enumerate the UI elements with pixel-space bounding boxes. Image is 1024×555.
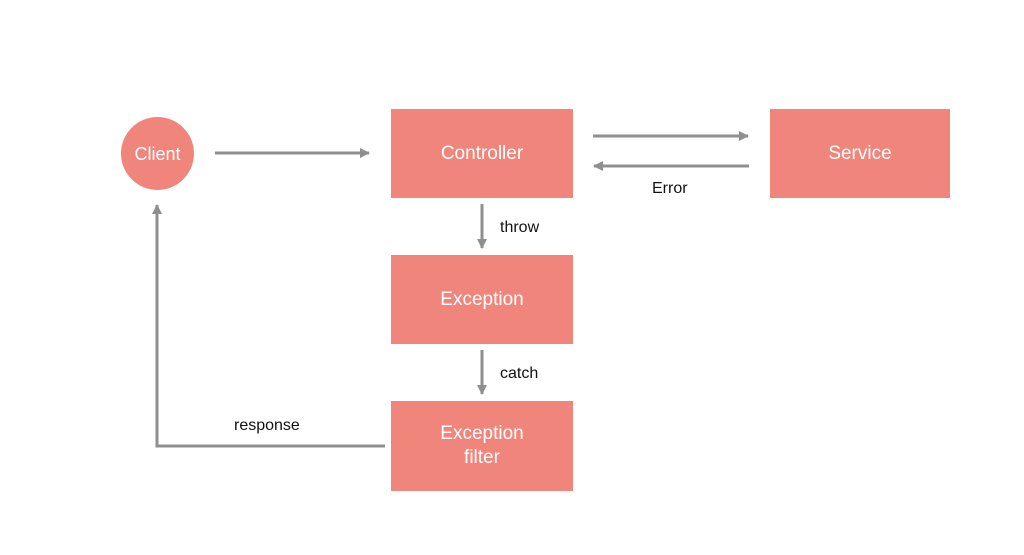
service-label: Service bbox=[828, 142, 892, 164]
arrow-filter-to-client bbox=[152, 204, 385, 448]
catch-edge-label: catch bbox=[500, 365, 539, 382]
controller-label: Controller bbox=[440, 142, 524, 164]
exception-node: Exception bbox=[391, 255, 573, 344]
service-node: Service bbox=[770, 109, 950, 198]
exception-filter-node: Exception filter bbox=[391, 401, 573, 491]
response-edge-label: response bbox=[234, 417, 300, 434]
exception-filter-label-line-1: Exception bbox=[440, 423, 524, 444]
client-label: Client bbox=[134, 143, 181, 164]
exception-filter-label-line-2: filter bbox=[464, 447, 500, 468]
controller-node: Controller bbox=[391, 109, 573, 198]
client-node: Client bbox=[121, 117, 194, 190]
error-edge-label: Error bbox=[652, 180, 688, 197]
throw-edge-label: throw bbox=[500, 219, 540, 236]
exception-label: Exception bbox=[440, 288, 524, 310]
